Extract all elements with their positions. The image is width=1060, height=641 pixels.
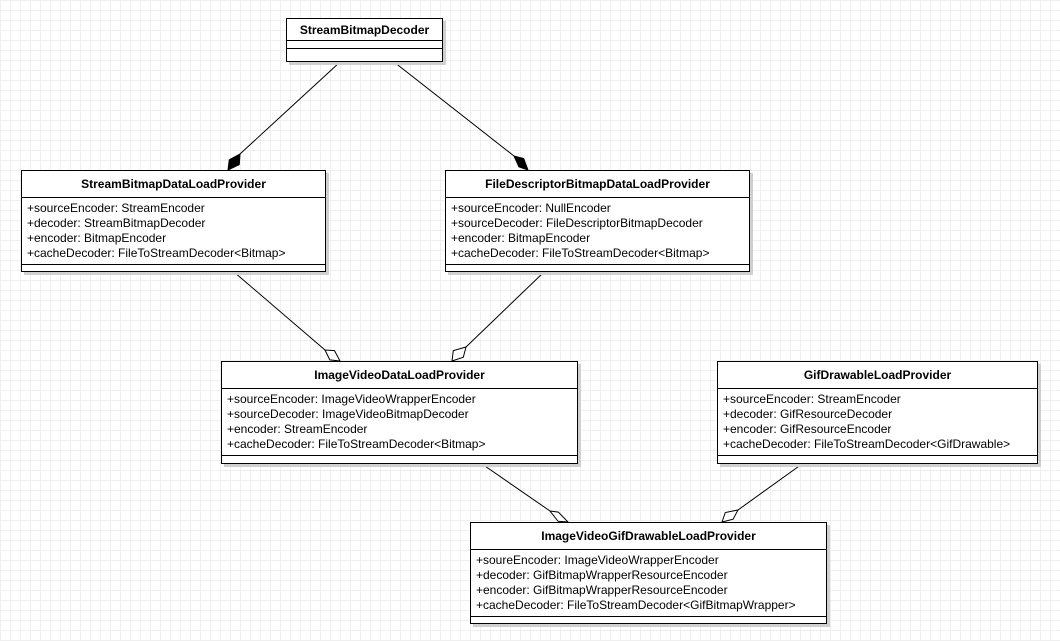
operations-section xyxy=(222,456,577,464)
aggregation-edge-filedesc-to-imagevideo xyxy=(451,271,545,362)
attribute-row: +sourceDecoder: FileDescriptorBitmapDeco… xyxy=(451,216,703,230)
attributes-section: +sourceEncoder: StreamEncoder +decoder: … xyxy=(718,389,1037,456)
class-gif-drawable-load-provider[interactable]: GifDrawableLoadProvider +sourceEncoder: … xyxy=(717,361,1038,464)
aggregation-diamond xyxy=(548,510,570,523)
attribute-row: +sourceEncoder: NullEncoder xyxy=(451,201,611,215)
class-image-video-gif-drawable-load-provider[interactable]: ImageVideoGifDrawableLoadProvider +soure… xyxy=(470,522,827,624)
attributes-section xyxy=(287,41,442,49)
attributes-section: +sourceEncoder: NullEncoder +sourceDecod… xyxy=(446,198,749,265)
attribute-row: +cacheDecoder: FileToStreamDecoder<Bitma… xyxy=(227,437,486,451)
attribute-row: +decoder: StreamBitmapDecoder xyxy=(27,216,206,230)
composition-diamond xyxy=(513,155,529,171)
aggregation-diamond xyxy=(324,349,341,362)
class-stream-bitmap-data-load-provider[interactable]: StreamBitmapDataLoadProvider +sourceEnco… xyxy=(21,170,326,272)
class-name: FileDescriptorBitmapDataLoadProvider xyxy=(446,171,749,198)
attribute-row: +cacheDecoder: FileToStreamDecoder<GifDr… xyxy=(723,437,1011,451)
aggregation-edge-gifdrawable-to-gif xyxy=(721,463,803,523)
attribute-row: +sourceEncoder: StreamEncoder xyxy=(27,201,205,215)
class-name: ImageVideoDataLoadProvider xyxy=(222,362,577,389)
attribute-row: +soureEncoder: ImageVideoWrapperEncoder xyxy=(476,553,719,567)
attribute-row: +encoder: BitmapEncoder xyxy=(27,231,167,245)
attribute-row: +encoder: BitmapEncoder xyxy=(451,231,591,245)
attribute-row: +decoder: GifResourceDecoder xyxy=(723,407,893,421)
aggregation-edge-imagevideo-to-gif xyxy=(481,463,570,523)
aggregation-diamond xyxy=(721,509,739,523)
attribute-row: +encoder: GifBitmapWrapperResourceEncode… xyxy=(476,583,728,597)
class-name: GifDrawableLoadProvider xyxy=(718,362,1037,389)
attribute-row: +sourceDecoder: ImageVideoBitmapDecoder xyxy=(227,407,469,421)
class-name: ImageVideoGifDrawableLoadProvider xyxy=(471,523,826,550)
attribute-row: +encoder: GifResourceEncoder xyxy=(723,422,892,436)
attributes-section: +sourceEncoder: StreamEncoder +decoder: … xyxy=(22,198,325,265)
attribute-row: +cacheDecoder: FileToStreamDecoder<Bitma… xyxy=(451,246,710,260)
attributes-section: +sourceEncoder: ImageVideoWrapperEncoder… xyxy=(222,389,577,456)
class-file-descriptor-bitmap-data-load-provider[interactable]: FileDescriptorBitmapDataLoadProvider +so… xyxy=(445,170,750,272)
attribute-row: +cacheDecoder: FileToStreamDecoder<Bitma… xyxy=(27,246,286,260)
composition-diamond xyxy=(227,153,241,171)
class-image-video-data-load-provider[interactable]: ImageVideoDataLoadProvider +sourceEncode… xyxy=(221,361,578,464)
composition-edge-file-descriptor xyxy=(393,61,529,171)
class-name: StreamBitmapDataLoadProvider xyxy=(22,171,325,198)
class-stream-bitmap-decoder[interactable]: StreamBitmapDecoder xyxy=(286,18,443,62)
aggregation-diamond xyxy=(451,346,467,362)
class-name: StreamBitmapDecoder xyxy=(287,19,442,41)
aggregation-edge-stream-to-imagevideo xyxy=(233,271,341,362)
composition-edge-stream-bitmap xyxy=(227,61,341,171)
attribute-row: +sourceEncoder: ImageVideoWrapperEncoder xyxy=(227,392,476,406)
operations-section xyxy=(22,265,325,273)
operations-section xyxy=(471,617,826,625)
operations-section xyxy=(287,49,442,57)
attributes-section: +soureEncoder: ImageVideoWrapperEncoder … xyxy=(471,550,826,617)
operations-section xyxy=(718,456,1037,464)
attribute-row: +cacheDecoder: FileToStreamDecoder<GifBi… xyxy=(476,598,796,612)
attribute-row: +sourceEncoder: StreamEncoder xyxy=(723,392,901,406)
attribute-row: +encoder: StreamEncoder xyxy=(227,422,368,436)
operations-section xyxy=(446,265,749,273)
attribute-row: +decoder: GifBitmapWrapperResourceEncode… xyxy=(476,568,728,582)
